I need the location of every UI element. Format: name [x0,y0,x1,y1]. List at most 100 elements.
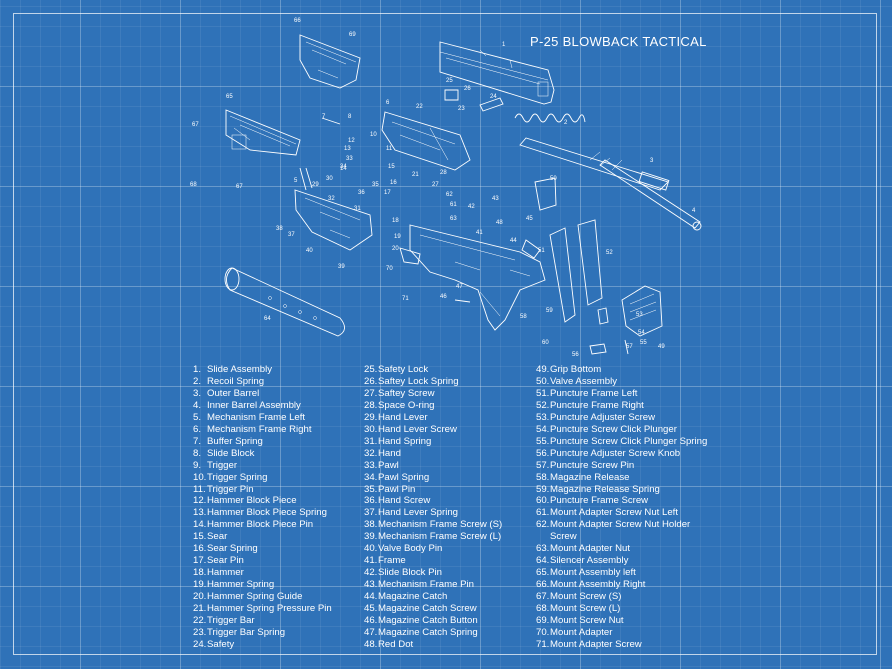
legend-item-number: 3. [193,387,202,399]
callout-43: 43 [492,196,499,202]
callout-3: 3 [650,158,654,164]
legend-item-label: Magazine Catch [378,591,448,603]
callout-6: 6 [386,100,390,106]
legend-item: 37.Hand Lever Spring [364,507,502,519]
legend-item: 1.Slide Assembly [193,364,332,376]
callout-46: 46 [440,294,447,300]
legend-item-number: 27. [364,387,378,399]
legend-item: 50.Valve Assembly [536,376,707,388]
callout-27: 27 [432,182,439,188]
legend-item: 19.Hammer Spring [193,579,332,591]
legend-item-number: 12. [193,495,207,507]
callout-59: 59 [546,308,553,314]
legend-item-number: 67. [536,591,550,603]
legend-item-label: Hammer Spring Guide [207,591,303,603]
legend-item: 55.Puncture Screw Click Plunger Spring [536,436,707,448]
legend-item-number: 32. [364,447,378,459]
legend-item-label: Puncture Adjuster Screw [550,411,656,423]
callout-49: 49 [658,344,665,350]
legend-item: 68.Mount Screw (L) [536,603,707,615]
legend-item: 17.Sear Pin [193,555,332,567]
callout-45: 45 [526,216,533,222]
legend-item-label: Pawl [378,459,399,471]
callout-54: 54 [638,330,645,336]
legend-item: 16.Sear Spring [193,543,332,555]
callout-15: 15 [388,164,395,170]
legend-item-number: 9. [193,459,202,471]
legend-item-number: 70. [536,626,550,638]
legend-item-label: Hammer Spring Pressure Pin [207,603,332,615]
legend-item-label: Magazine Catch Screw [378,603,477,615]
legend-item-number: 51. [536,387,550,399]
legend-item-label: Hammer Block Piece Pin [207,519,314,531]
callout-25: 25 [446,78,453,84]
legend-item-number: 59. [536,483,550,495]
legend-item: 70.Mount Adapter [536,627,707,639]
legend-item-label: Hammer [207,567,244,579]
callout-2: 2 [564,120,568,126]
legend-item-number: 66. [536,579,550,591]
callout-62: 62 [446,192,453,198]
legend-item-number: 52. [536,399,550,411]
legend-item: 49.Grip Bottom [536,364,707,376]
legend-item: 21.Hammer Spring Pressure Pin [193,603,332,615]
callout-14: 14 [340,166,347,172]
legend-item-label: Puncture Frame Left [550,387,638,399]
legend-item-label: Space O-ring [378,399,435,411]
callout-55: 55 [640,340,647,346]
legend-item-label: Mount Screw (L) [550,603,621,615]
callout-57: 57 [626,344,633,350]
legend-item: 44.Magazine Catch [364,591,502,603]
callout-60: 60 [542,340,549,346]
callout-28: 28 [440,170,447,176]
legend-item-label: Magazine Release Spring [550,483,660,495]
legend-item-label: Trigger Spring [207,471,268,483]
legend-item: 13.Hammer Block Piece Spring [193,507,332,519]
legend-item-label: Hand Lever Screw [378,423,457,435]
legend-item: 39.Mechanism Frame Screw (L) [364,531,502,543]
callout-41: 41 [476,230,483,236]
legend-item-label: Puncture Screw Click Plunger [550,423,677,435]
legend-item-number: 60. [536,495,550,507]
legend-item: 33.Pawl [364,460,502,472]
legend-item-label: Saftey Lock Spring [378,375,459,387]
legend-item-number: 35. [364,483,378,495]
recoil-spring [514,113,586,123]
legend-item-label: Mount Adapter [550,626,613,638]
legend-item-label: Puncture Screw Click Plunger Spring [550,435,708,447]
callout-47: 47 [456,284,463,290]
legend-item-number: 47. [364,626,378,638]
legend-item-number: 71. [536,638,550,650]
legend-item-label: Red Dot [378,638,414,650]
legend-item-number: 14. [193,519,207,531]
legend-item: 71.Mount Adapter Screw [536,639,707,651]
callout-56: 56 [572,352,579,358]
legend-item-label: Outer Barrel [207,387,260,399]
legend-item: 30.Hand Lever Screw [364,424,502,436]
legend-item: 31.Hand Spring [364,436,502,448]
legend-item: 62.Mount Adapter Screw Nut Holder [536,519,707,531]
callout-39: 39 [338,264,345,270]
legend-item-number: 50. [536,375,550,387]
legend-item-label: Trigger [207,459,238,471]
callout-21: 21 [412,172,419,178]
legend-item: 54.Puncture Screw Click Plunger [536,424,707,436]
callout-10: 10 [370,132,377,138]
legend-item-label: Trigger Bar Spring [207,626,286,638]
legend-item: 61.Mount Adapter Screw Nut Left [536,507,707,519]
legend-item-number: 53. [536,411,550,423]
legend-item: 66.Mount Assembly Right [536,579,707,591]
legend-item: 63.Mount Adapter Nut [536,543,707,555]
mechanism-frame-right [381,111,471,171]
legend-item-number: 29. [364,411,378,423]
legend-item-number: 24. [193,638,207,650]
legend-item-label: Mechanism Frame Pin [378,579,474,591]
legend-item-label: Mount Assembly left [550,567,636,579]
legend-item-number: 6. [193,423,202,435]
legend-item: 5.Mechanism Frame Left [193,412,332,424]
legend-item-number: 17. [193,555,207,567]
mount-assembly-right [299,34,361,89]
frame [409,224,546,331]
